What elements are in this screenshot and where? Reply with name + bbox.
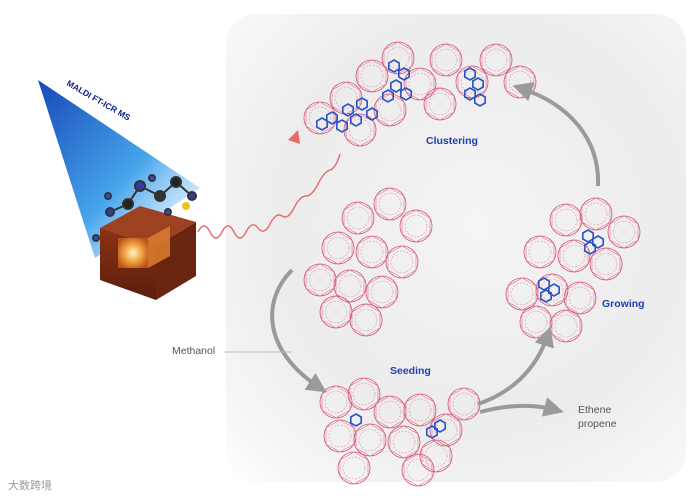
growing-label: Growing (602, 298, 645, 310)
ethene-label: Ethene (578, 404, 611, 416)
arrow-to-products (480, 406, 556, 412)
clustering-structure (304, 42, 536, 146)
clustering-label: Clustering (426, 135, 478, 147)
growing-structure (506, 198, 640, 342)
propene-label: propene (578, 418, 617, 430)
arrow-framework-to-seeding (272, 270, 320, 388)
arrow-seeding-to-growing (478, 334, 548, 404)
desorption-wave (198, 154, 340, 238)
arrow-growing-to-clustering (520, 88, 598, 186)
seeding-structure (320, 378, 480, 486)
zeolite-framework (304, 188, 432, 336)
seeding-label: Seeding (390, 365, 431, 377)
watermark: 大数跨境 (8, 477, 52, 493)
methanol-label: Methanol (172, 345, 215, 357)
